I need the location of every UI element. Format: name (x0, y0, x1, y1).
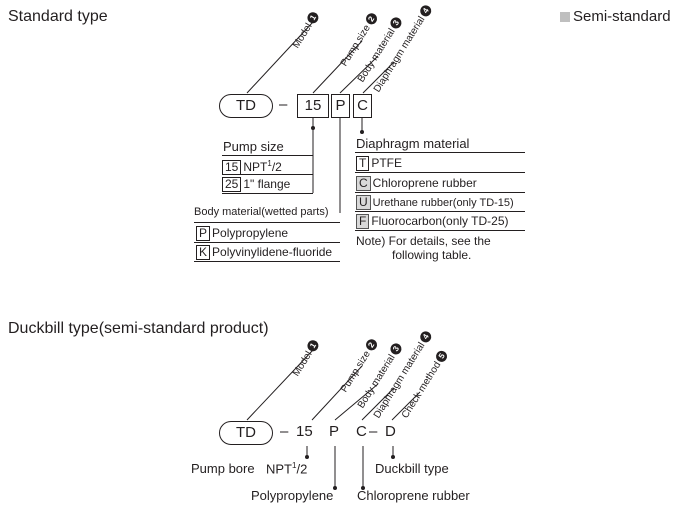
model-code: TD (219, 94, 273, 118)
rule (194, 261, 340, 262)
rule (194, 242, 340, 243)
rule (355, 230, 525, 231)
size-code: 15 (297, 94, 329, 118)
code-box: T (356, 156, 370, 171)
code-box: U (356, 195, 371, 210)
rule (355, 172, 525, 173)
db-size-code: 15 (296, 423, 313, 440)
note-line-2: following table. (392, 248, 472, 262)
item-text: Fluorocarbon(only TD-25) (371, 214, 509, 228)
db-diaphragm-code: C (356, 423, 367, 440)
diaphragm-code: C (353, 94, 372, 118)
rule (355, 152, 525, 153)
item-text: Polypropylene (212, 226, 289, 240)
standard-type-title: Standard type (8, 8, 108, 25)
code-box: 15 (222, 160, 242, 175)
db-body-code: P (329, 423, 340, 440)
polypropylene-label: Polypropylene (251, 488, 334, 503)
semi-standard-legend: Semi-standard (560, 8, 671, 25)
npt-text: NPT (266, 461, 292, 477)
duckbill-type-title: Duckbill type(semi-standard product) (8, 320, 269, 337)
rule (194, 222, 340, 223)
rule (222, 174, 313, 175)
item-text: Urethane rubber(only TD-15) (372, 197, 514, 209)
db-check-code: D (385, 423, 396, 440)
item-text: 1" flange (243, 177, 291, 191)
npt-label: NPT1/2 (266, 461, 307, 476)
item-text: PTFE (371, 156, 403, 170)
code-box: P (196, 226, 211, 241)
pump-bore-label: Pump bore (191, 461, 255, 476)
body-code: P (331, 94, 350, 118)
npt-sup: 1 (292, 461, 297, 470)
pump-size-rule (222, 155, 313, 156)
code-dash: – (279, 96, 288, 113)
item-text: NPT (243, 160, 268, 174)
rule (355, 192, 525, 193)
semi-standard-swatch (560, 12, 570, 22)
code-box: C (356, 176, 371, 191)
code-box: K (196, 245, 211, 260)
code-box: 25 (222, 177, 242, 192)
rule (222, 193, 313, 194)
db-dash-2: – (369, 423, 378, 440)
npt-tail: /2 (296, 461, 308, 477)
duckbill-label: Duckbill type (375, 461, 449, 476)
item-tail: /2 (271, 160, 282, 174)
item-text: Polyvinylidene-fluoride (212, 245, 333, 259)
pump-size-heading: Pump size (223, 139, 284, 154)
code-box: F (356, 214, 370, 229)
db-dash: – (280, 423, 289, 440)
chloroprene-label: Chloroprene rubber (357, 488, 470, 503)
item-text: Chloroprene rubber (372, 176, 477, 190)
item-sup: 1 (267, 159, 272, 168)
diaphragm-heading: Diaphragm material (356, 136, 470, 151)
rule (355, 211, 525, 212)
db-model-code: TD (219, 421, 273, 445)
body-material-heading: Body material(wetted parts) (194, 206, 329, 218)
semi-standard-label: Semi-standard (573, 8, 671, 25)
note-line-1: Note) For details, see the (356, 234, 491, 248)
